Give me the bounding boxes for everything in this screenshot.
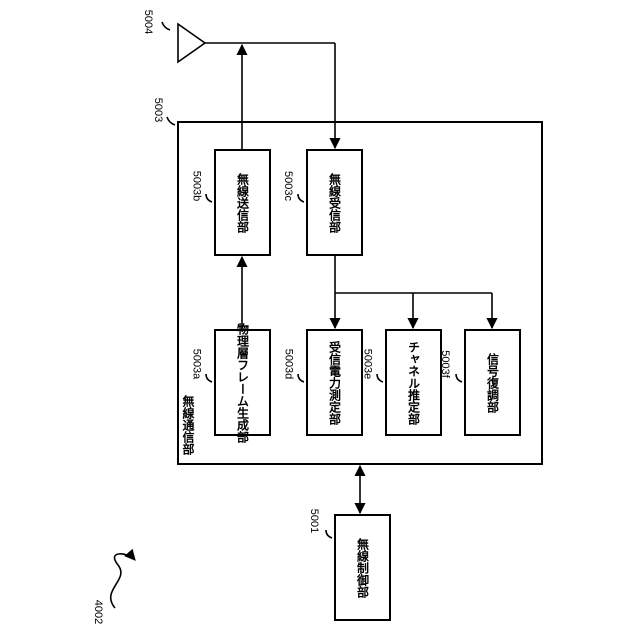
ref-5003c: 5003c [282,171,294,201]
wireless-comm-unit-label: 無線通信部 [180,388,196,462]
ref-5003e: 5003e [361,349,373,380]
antenna-icon [178,24,205,62]
ref-5003d: 5003d [282,349,294,380]
ref-5003a: 5003a [190,349,202,380]
frame-gen-label: 物理層フレーム 生成部 [215,330,270,435]
figure-pointer-arrow [111,554,135,608]
ref-5004: 5004 [142,10,154,34]
chan-est-label: チャネル推定部 [386,330,441,435]
frame-gen-label-line2: 生成部 [236,407,250,443]
ref-5001: 5001 [308,509,320,533]
controller-label: 無線制御部 [335,515,390,620]
demod-label: 信号復調部 [465,330,520,435]
rx-label: 無線受信部 [307,150,362,255]
frame-gen-label-line1: 物理層フレーム [236,323,250,407]
ref-leader-5001 [326,530,332,538]
figure-number: 4002 [92,600,104,624]
ref-5003: 5003 [152,98,164,122]
ref-leader-5003 [167,117,175,125]
ref-leader-5004 [162,22,170,30]
tx-label: 無線送信部 [215,150,270,255]
power-meas-label: 受信電力測定部 [307,330,362,435]
ref-5003b: 5003b [190,171,202,202]
